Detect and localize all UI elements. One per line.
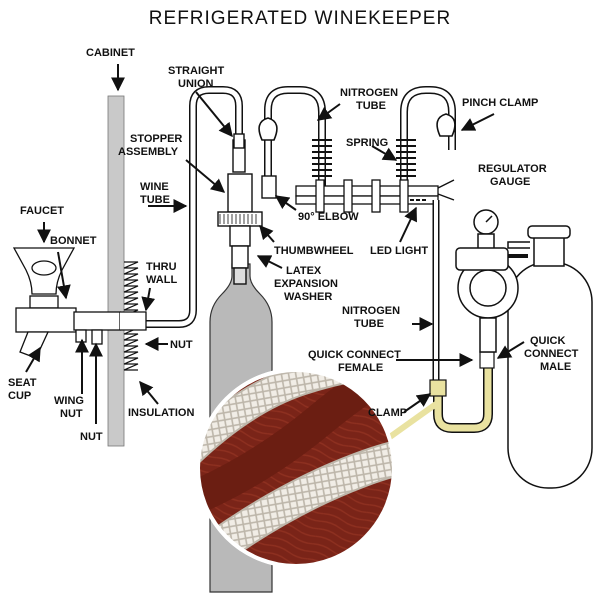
spring-left	[312, 139, 332, 177]
label-nitrogen-top-1: NITROGEN	[340, 87, 398, 99]
stopper-assembly	[217, 139, 263, 285]
label-insulation: INSULATION	[128, 407, 194, 419]
led-manifold	[295, 179, 455, 213]
label-quick-female-2: FEMALE	[338, 362, 383, 374]
label-wing-nut-1: WING	[54, 395, 84, 407]
labels: CABINET STRAIGHT UNION NITROGEN TUBE PIN…	[8, 47, 579, 443]
label-quick-male-2: CONNECT	[524, 348, 579, 360]
callout-arrows	[25, 64, 525, 424]
quick-connect-female	[429, 379, 447, 397]
arrow-spring	[371, 145, 398, 161]
label-wine-tube-2: TUBE	[140, 194, 170, 206]
pinch-clamp-left	[258, 117, 278, 141]
label-thru-2: WALL	[146, 274, 177, 286]
label-nitrogen-mid-2: TUBE	[354, 318, 384, 330]
label-pinch-clamp: PINCH CLAMP	[462, 97, 538, 109]
label-thumbwheel: THUMBWHEEL	[274, 245, 354, 257]
label-cabinet: CABINET	[86, 47, 135, 59]
straight-union	[233, 133, 245, 149]
arrow-bonnet	[56, 251, 71, 300]
label-clamp: CLAMP	[368, 407, 407, 419]
label-thru-1: THRU	[146, 261, 177, 273]
label-latex-2: EXPANSION	[274, 278, 338, 290]
arrow-quick-male	[496, 341, 525, 359]
arrow-clamp	[403, 393, 432, 413]
label-straight-union-2: UNION	[178, 78, 214, 90]
label-stopper-1: STOPPER	[130, 133, 182, 145]
label-wing-nut-2: NUT	[60, 408, 83, 420]
label-bonnet: BONNET	[50, 235, 97, 247]
regulator-gauge	[455, 209, 528, 353]
label-latex-1: LATEX	[286, 265, 322, 277]
cabinet-wall	[107, 95, 125, 447]
label-stopper-2: ASSEMBLY	[118, 146, 179, 158]
nitrogen-tube-top	[264, 86, 456, 188]
label-regulator-2: GAUGE	[490, 176, 530, 188]
label-quick-male-3: MALE	[540, 361, 571, 373]
label-seat-cup-2: CUP	[8, 390, 31, 402]
arrow-insulation	[139, 380, 159, 405]
label-quick-female-1: QUICK CONNECT	[308, 349, 401, 361]
arrow-thru-wall	[141, 287, 156, 312]
quick-connect-male	[479, 351, 495, 369]
nitrogen-cylinder	[507, 225, 593, 489]
label-nut-bottom: NUT	[80, 431, 103, 443]
label-regulator-1: REGULATOR	[478, 163, 547, 175]
label-led-light: LED LIGHT	[370, 245, 428, 257]
magnifier-callout	[196, 368, 438, 568]
label-straight-union-1: STRAIGHT	[168, 65, 225, 77]
ninety-elbow	[261, 175, 277, 199]
arrow-stopper	[185, 159, 226, 193]
label-wine-tube-1: WINE	[140, 181, 169, 193]
label-nitrogen-mid-1: NITROGEN	[342, 305, 400, 317]
label-nut-right: NUT	[170, 339, 193, 351]
pinch-clamp-right	[436, 113, 456, 137]
diagram-title: REFRIGERATED WINEKEEPER	[148, 8, 452, 29]
label-faucet: FAUCET	[20, 205, 64, 217]
arrow-thumbwheel	[259, 224, 275, 243]
label-quick-male-1: QUICK	[530, 335, 566, 347]
arrow-led	[399, 206, 417, 243]
label-elbow: 90° ELBOW	[298, 211, 359, 223]
label-spring: SPRING	[346, 137, 388, 149]
label-seat-cup-1: SEAT	[8, 377, 37, 389]
arrow-straight-union	[195, 91, 233, 138]
arrow-nitrogen-top	[316, 103, 341, 121]
arrow-pinch-clamp	[460, 113, 495, 131]
arrow-latex	[256, 255, 283, 269]
label-nitrogen-top-2: TUBE	[356, 100, 386, 112]
arrow-seat-cup	[25, 346, 41, 373]
label-latex-3: WASHER	[284, 291, 332, 303]
spring-right	[396, 139, 416, 177]
arrow-elbow	[274, 195, 297, 211]
